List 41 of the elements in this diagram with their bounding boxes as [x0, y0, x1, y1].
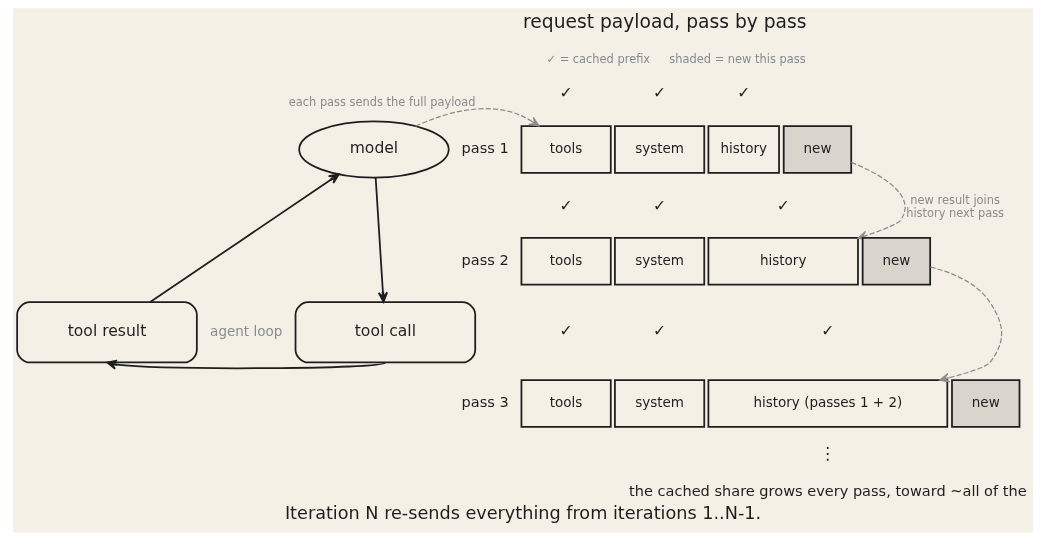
node-label: ✓ [737, 84, 751, 103]
node-box: tools [520, 379, 612, 428]
node-box: tool result [16, 301, 198, 364]
edge-label: each pass sends the full payload [288, 94, 476, 109]
node-label: ✓ [653, 321, 667, 340]
label: the cached share grows every pass, toward ~all of the [629, 482, 1027, 499]
node-box: tools [520, 236, 612, 286]
arrow [374, 176, 388, 303]
node-box: new [861, 236, 932, 286]
label: agent loop [210, 322, 283, 339]
node-label: ✓ [776, 197, 790, 216]
node-box: new [782, 125, 853, 174]
node-label: ✓ [559, 197, 573, 216]
node-box: system [614, 125, 706, 174]
node-box: history (passes 1 + 2) [707, 379, 949, 428]
label: ⋮ [819, 443, 837, 463]
node-box: system [614, 236, 706, 286]
node-box: tools [520, 125, 612, 174]
label: ✓ = cached prefix [546, 52, 651, 67]
node-box: system [614, 379, 706, 428]
node-box: history [707, 236, 859, 286]
label: request payload, pass by pass [523, 11, 807, 33]
arrow [149, 173, 340, 303]
arrow [106, 359, 387, 370]
label: pass 3 [461, 394, 509, 411]
node-label: ✓ [653, 197, 667, 216]
label: shaded = new this pass [669, 52, 806, 67]
node-box: tool call [294, 301, 477, 364]
caption: Iteration N re-sends everything from iterations 1..N-1. [284, 502, 762, 523]
arrow [415, 108, 540, 127]
label: pass 2 [461, 251, 509, 268]
node-label: ✓ [653, 84, 667, 103]
edge-label: new result joins history next pass [906, 193, 1005, 220]
arrow [929, 266, 1003, 383]
label: pass 1 [461, 140, 509, 157]
node-label: ✓ [821, 321, 835, 340]
node-label: ✓ [559, 321, 573, 340]
node-label: ✓ [559, 84, 573, 103]
node-box: history [707, 125, 780, 174]
node-ellipse: model [298, 120, 450, 179]
node-box: new [951, 379, 1021, 428]
